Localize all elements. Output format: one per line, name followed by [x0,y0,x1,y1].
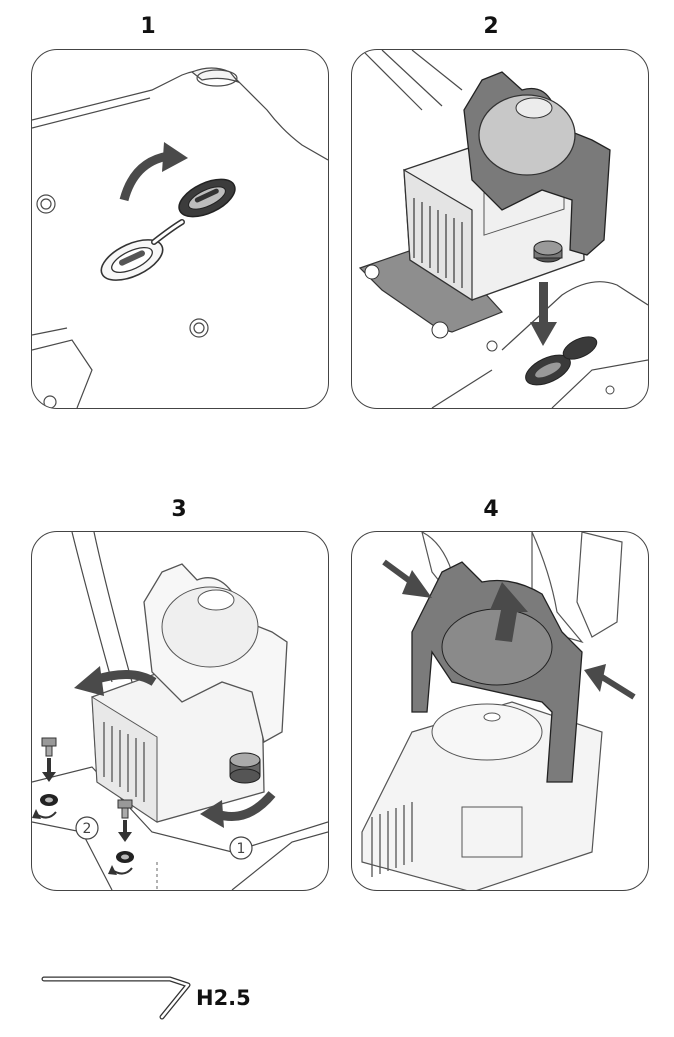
step-number-3: 3 [149,497,209,522]
marker-2: 2 [83,821,92,837]
step-3-panel: 2 1 [31,531,329,891]
step-number-1: 1 [118,14,178,39]
step-1-panel [31,49,329,409]
step-2-illustration [352,50,648,408]
down-arrow-icon [530,282,557,346]
step-2-panel [351,49,649,409]
step-number-4: 4 [461,497,521,522]
tool-label: H2.5 [196,986,251,1010]
hex-key-icon [40,965,200,1029]
step-4-panel [351,531,649,891]
port-cover-icon [95,172,240,289]
step-4-illustration [352,532,648,891]
marker-1: 1 [237,841,246,857]
rotate-arrow-icon [124,142,188,200]
step-3-illustration: 2 1 [32,532,328,891]
step-1-illustration [32,50,328,408]
squeeze-arrow-icon [584,664,634,697]
step-number-2: 2 [461,14,521,39]
screw-icon [108,800,134,875]
squeeze-arrow-icon [384,562,432,598]
